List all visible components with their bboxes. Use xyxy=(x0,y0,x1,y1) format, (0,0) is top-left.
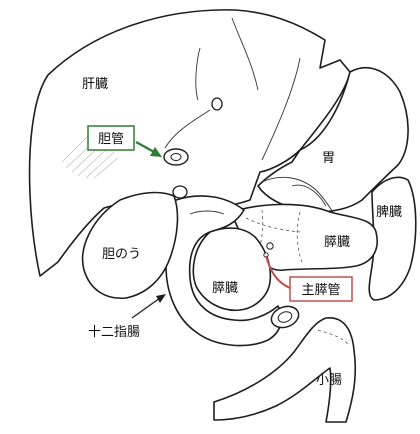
gallbladder-label: 胆のう xyxy=(102,247,141,262)
pancreas-head-label: 膵臓 xyxy=(212,281,238,296)
bile-duct-label: 胆管 xyxy=(98,132,124,147)
duodenum-pointer xyxy=(132,298,160,318)
pancreas-head-shape xyxy=(193,228,270,310)
duodenum-label: 十二指腸 xyxy=(88,325,140,340)
stomach-label: 胃 xyxy=(322,151,335,166)
bile-duct-ring xyxy=(164,149,188,165)
pancreas-body-label: 膵臓 xyxy=(324,235,350,250)
spleen-label: 脾臓 xyxy=(376,205,402,220)
pancreatic-duct-label: 主膵管 xyxy=(301,283,340,298)
small-intestine-label: 小腸 xyxy=(316,373,342,388)
liver-label: 肝臓 xyxy=(82,77,108,92)
cystic-duct-stub xyxy=(173,186,187,198)
vessel-stub xyxy=(212,98,222,110)
